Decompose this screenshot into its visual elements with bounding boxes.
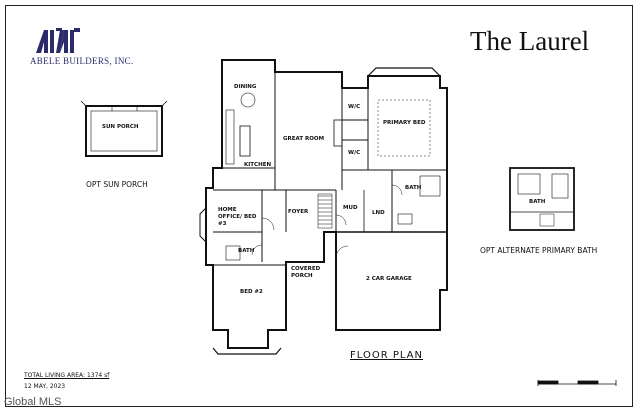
room-home-office: HOME OFFICE/ BED #3 <box>218 207 257 227</box>
room-foyer: FOYER <box>288 209 309 215</box>
builder-logo <box>36 28 80 53</box>
room-mud: MUD <box>343 205 358 211</box>
room-kitchen: KITCHEN <box>244 162 272 168</box>
sheet-border <box>5 5 633 407</box>
plan-title: The Laurel <box>470 26 590 56</box>
room-sun-porch: SUN PORCH <box>102 124 139 130</box>
room-primary-bath: BATH <box>405 185 422 191</box>
scale-bar <box>537 380 617 386</box>
room-alt-bath: BATH <box>529 199 546 205</box>
alt-bath-caption: OPT ALTERNATE PRIMARY BATH <box>480 246 598 255</box>
sun-porch-caption: OPT SUN PORCH <box>86 180 148 189</box>
floor-plan-heading: FLOOR PLAN <box>350 350 423 361</box>
room-primary-bed: PRIMARY BED <box>383 120 426 126</box>
room-bath: BATH <box>238 248 255 254</box>
room-covered-porch: COVERED PORCH <box>291 266 321 279</box>
room-bed-2: BED #2 <box>240 289 263 295</box>
living-area: TOTAL LIVING AREA: 1374 sf <box>24 372 110 379</box>
watermark: Global MLS <box>4 396 62 408</box>
room-wic-2: W/C <box>348 150 361 156</box>
room-laundry: LND <box>372 210 385 216</box>
company-name: ABELE BUILDERS, INC. <box>30 56 134 66</box>
room-great-room: GREAT ROOM <box>283 136 325 142</box>
plan-date: 12 MAY, 2023 <box>24 383 66 390</box>
room-dining: DINING <box>234 84 257 90</box>
alternate-bath-plan <box>509 167 575 231</box>
room-garage: 2 CAR GARAGE <box>366 276 412 282</box>
main-plan <box>199 59 448 355</box>
sun-porch-plan <box>80 100 168 157</box>
room-wic-1: W/C <box>348 104 361 110</box>
